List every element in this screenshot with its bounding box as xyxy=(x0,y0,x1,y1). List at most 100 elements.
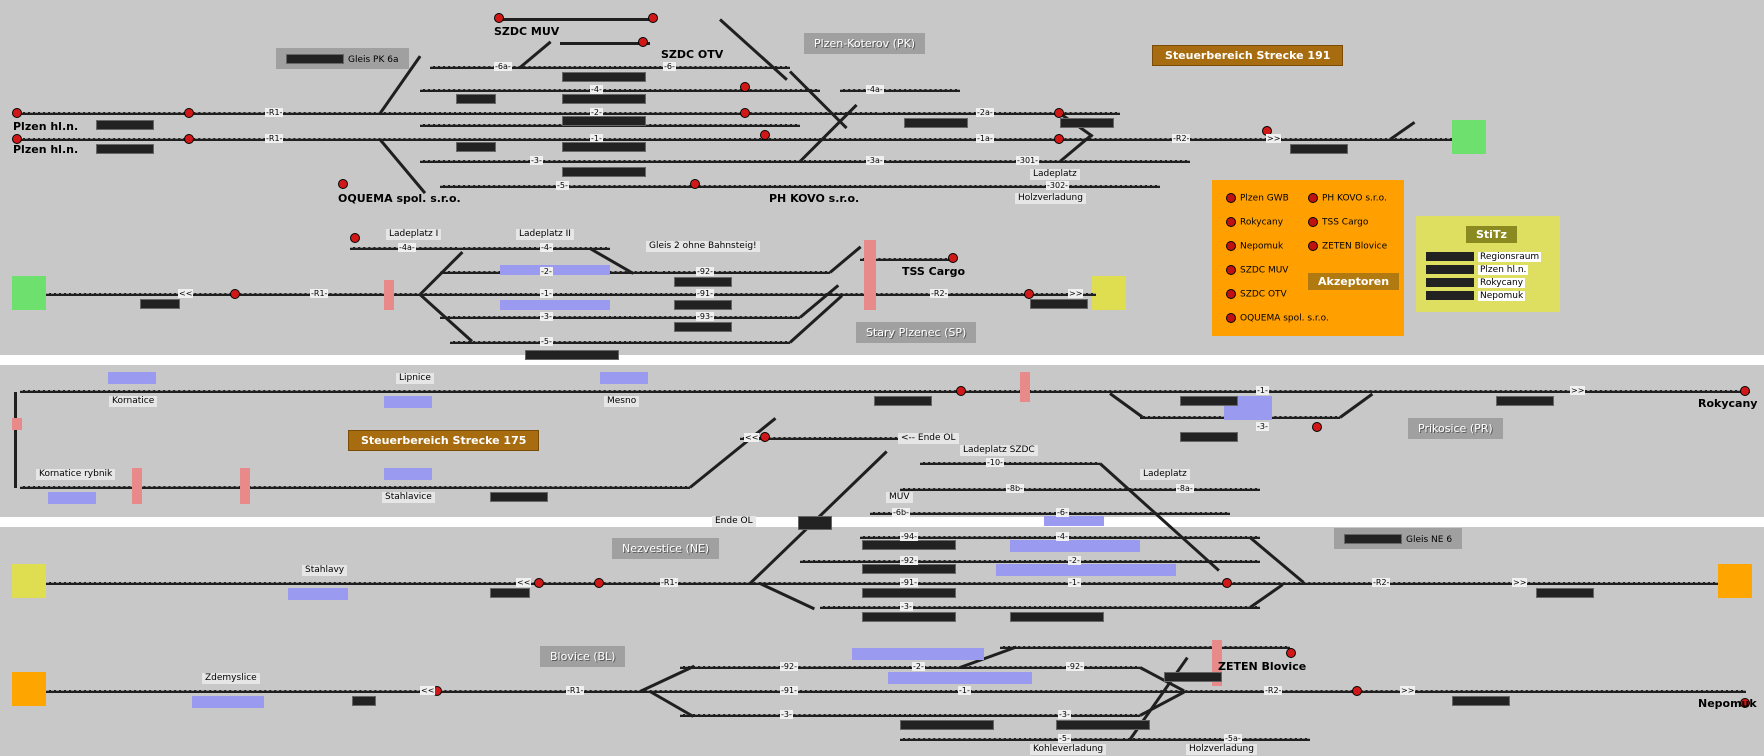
block-display[interactable] xyxy=(1030,299,1088,309)
akzeptor-item[interactable]: Nepomuk xyxy=(1226,241,1283,252)
signal[interactable] xyxy=(690,179,700,189)
block-display[interactable] xyxy=(862,540,956,550)
track-r175-top[interactable] xyxy=(20,390,1750,393)
signal[interactable] xyxy=(350,233,360,243)
group-koterov[interactable]: Plzen-Koterov (PK) xyxy=(804,33,926,54)
block-display[interactable] xyxy=(490,492,548,502)
akzeptor-item[interactable]: PH KOVO s.r.o. xyxy=(1308,193,1387,204)
track-bl-5a[interactable] xyxy=(1120,738,1310,741)
track-bl-2[interactable] xyxy=(680,666,1140,669)
stitz-item[interactable]: Plzen hl.n. xyxy=(1426,265,1529,275)
track-sp-5[interactable] xyxy=(450,341,790,344)
signal[interactable] xyxy=(1312,422,1322,432)
akzeptor-item[interactable]: Rokycany xyxy=(1226,217,1283,228)
block-display[interactable] xyxy=(1180,432,1238,442)
block-display[interactable] xyxy=(562,142,646,152)
group-strecke-175[interactable]: Steuerbereich Strecke 175 xyxy=(348,430,540,451)
track-ne-10[interactable] xyxy=(920,462,1100,465)
track-to-ne[interactable] xyxy=(740,437,910,440)
block-display[interactable] xyxy=(456,142,496,152)
block-display[interactable] xyxy=(874,396,932,406)
block-display[interactable] xyxy=(1290,144,1348,154)
block-display[interactable] xyxy=(1536,588,1594,598)
stitz-item[interactable]: Rokycany xyxy=(1426,278,1526,288)
block-display[interactable] xyxy=(96,144,154,154)
signal[interactable] xyxy=(184,108,194,118)
track-sp-main[interactable] xyxy=(46,293,1096,296)
block-display[interactable] xyxy=(490,588,530,598)
track-3[interactable] xyxy=(420,160,1190,163)
track-main-2[interactable] xyxy=(20,138,1480,141)
block-display[interactable] xyxy=(862,564,956,574)
block-display[interactable] xyxy=(798,516,832,530)
signal[interactable] xyxy=(956,386,966,396)
group-gleis-ne[interactable]: Gleis NE 6 xyxy=(1334,528,1463,549)
block-display[interactable] xyxy=(562,94,646,104)
track-ne-8[interactable] xyxy=(900,488,1260,491)
signal[interactable] xyxy=(1054,108,1064,118)
track-r175-bottom[interactable] xyxy=(20,486,690,489)
signal[interactable] xyxy=(534,578,544,588)
track-6[interactable] xyxy=(430,66,790,69)
group-blovice[interactable]: Blovice (BL) xyxy=(540,646,626,667)
signal[interactable] xyxy=(494,13,504,23)
block-display[interactable] xyxy=(862,588,956,598)
track-ne-6[interactable] xyxy=(870,512,1230,515)
signal[interactable] xyxy=(1222,578,1232,588)
block-display[interactable] xyxy=(862,612,956,622)
block-display[interactable] xyxy=(1180,396,1238,406)
signal[interactable] xyxy=(12,134,22,144)
track-bl-3[interactable] xyxy=(680,714,1140,717)
track-4a[interactable] xyxy=(840,89,960,92)
signal[interactable] xyxy=(1352,686,1362,696)
stitz-item[interactable]: Regionsraum xyxy=(1426,252,1542,262)
track-ne-3[interactable] xyxy=(820,606,1260,609)
block-display[interactable] xyxy=(562,116,646,126)
akzeptor-item[interactable]: ZETEN Blovice xyxy=(1308,241,1387,252)
stitz-item[interactable]: Nepomuk xyxy=(1426,291,1526,301)
track-bl-main[interactable] xyxy=(46,690,1746,693)
track-tss[interactable] xyxy=(860,258,950,261)
track-bl-5[interactable] xyxy=(900,738,1140,741)
track-sp-3[interactable] xyxy=(440,316,800,319)
akzeptor-item[interactable]: SZDC OTV xyxy=(1226,289,1287,300)
block-display[interactable] xyxy=(352,696,376,706)
track-4[interactable] xyxy=(420,89,820,92)
block-display[interactable] xyxy=(674,322,732,332)
block-display[interactable] xyxy=(1010,612,1104,622)
signal[interactable] xyxy=(1740,698,1750,708)
group-prikosice[interactable]: Prikosice (PR) xyxy=(1408,418,1503,439)
signal[interactable] xyxy=(760,130,770,140)
group-strecke-191[interactable]: Steuerbereich Strecke 191 xyxy=(1152,45,1344,66)
group-stary-plzenec[interactable]: Stary Plzenec (SP) xyxy=(856,322,977,343)
track-sp-92[interactable] xyxy=(660,271,830,274)
signal[interactable] xyxy=(184,134,194,144)
block-display[interactable] xyxy=(562,72,646,82)
block-display[interactable] xyxy=(140,299,180,309)
signal[interactable] xyxy=(1740,386,1750,396)
signal[interactable] xyxy=(1054,134,1064,144)
block-display[interactable] xyxy=(96,120,154,130)
block-display[interactable] xyxy=(1060,118,1114,128)
track-5[interactable] xyxy=(440,185,1160,188)
track-bl-4[interactable] xyxy=(1000,646,1290,649)
block-display[interactable] xyxy=(525,350,619,360)
signal[interactable] xyxy=(1286,648,1296,658)
signal[interactable] xyxy=(230,289,240,299)
block-display[interactable] xyxy=(1164,672,1222,682)
signal[interactable] xyxy=(638,37,648,47)
block-display[interactable] xyxy=(674,277,732,287)
track-ne-main[interactable] xyxy=(46,582,1718,585)
track-main-1[interactable] xyxy=(20,112,900,115)
akzeptor-item[interactable]: Plzen GWB xyxy=(1226,193,1289,204)
signal[interactable] xyxy=(338,179,348,189)
signal[interactable] xyxy=(648,13,658,23)
block-display[interactable] xyxy=(1452,696,1510,706)
block-display[interactable] xyxy=(900,720,994,730)
akzeptor-item[interactable]: TSS Cargo xyxy=(1308,217,1368,228)
group-nezvestice[interactable]: Nezvestice (NE) xyxy=(612,538,720,559)
signal[interactable] xyxy=(740,82,750,92)
track-ne-2[interactable] xyxy=(800,560,1260,563)
block-display[interactable] xyxy=(1496,396,1554,406)
track-main-1b[interactable] xyxy=(880,112,1120,115)
